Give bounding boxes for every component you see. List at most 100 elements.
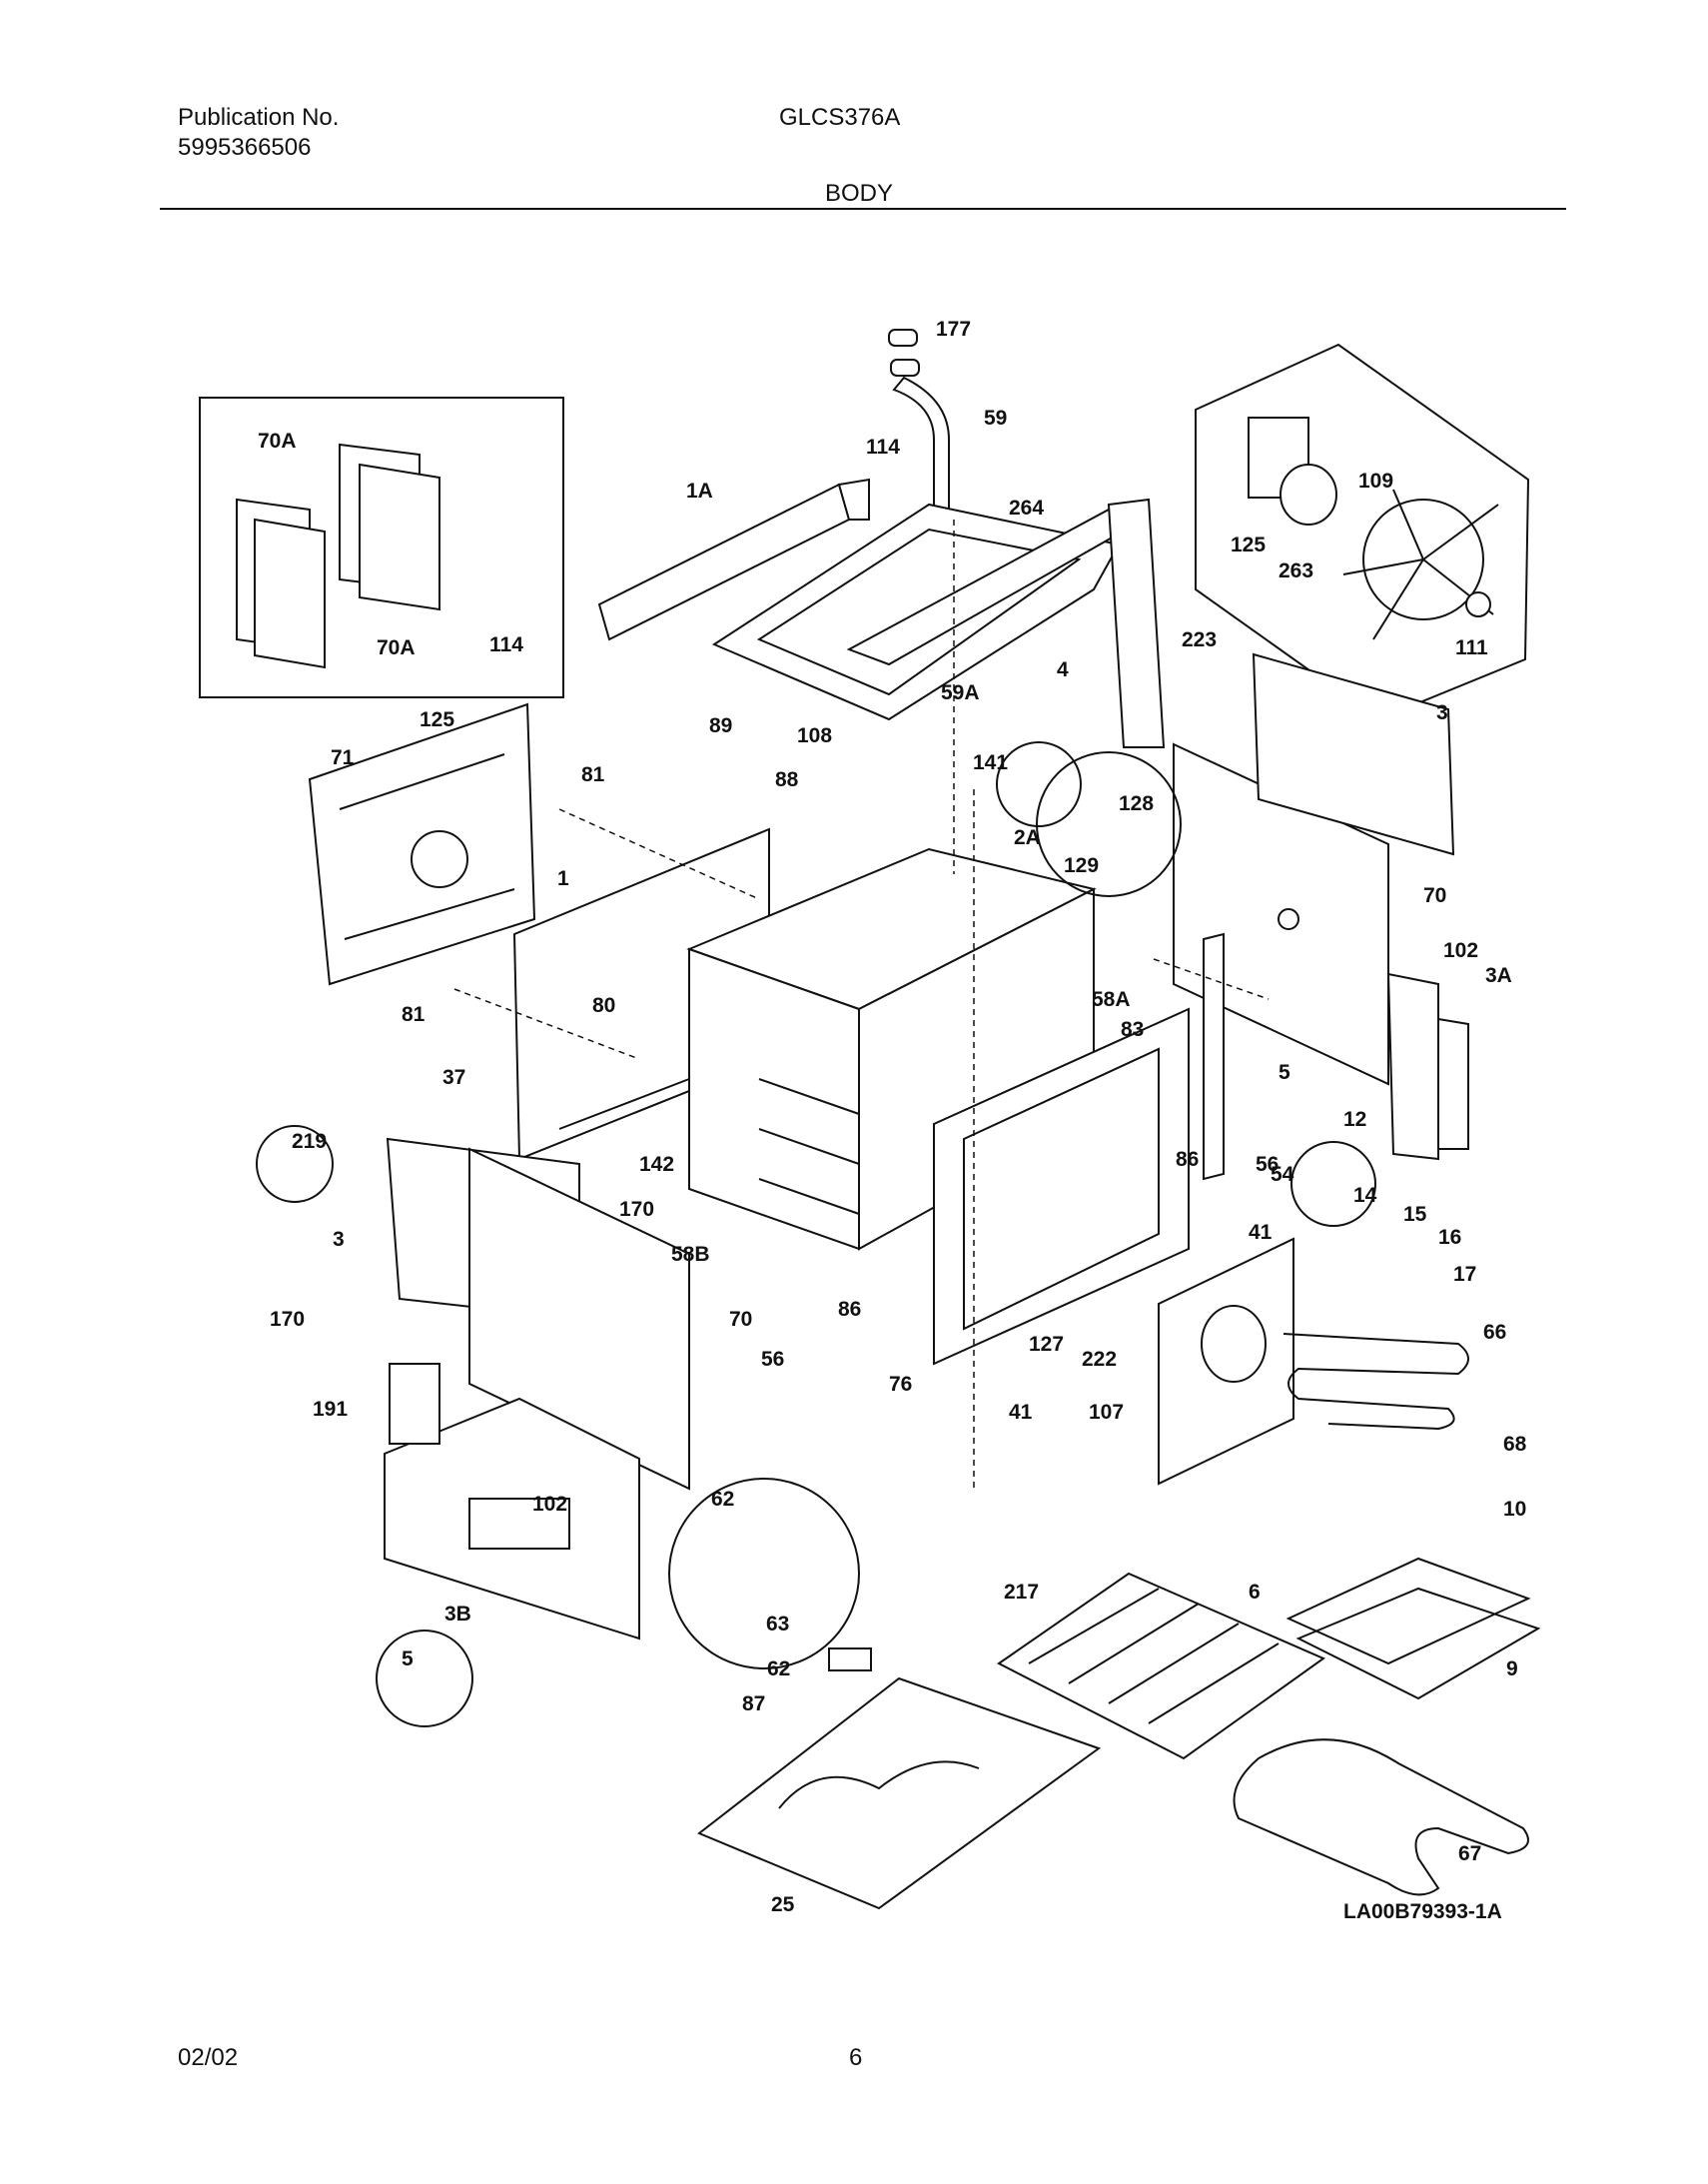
callout-87: 87: [742, 1692, 765, 1715]
callout-107: 107: [1089, 1401, 1124, 1424]
callout-217: 217: [1004, 1581, 1039, 1604]
callout-141: 141: [973, 751, 1008, 774]
bottom-panel: [697, 1676, 1102, 1910]
detail-circle-62-63: [668, 1478, 860, 1669]
callout-219: 219: [292, 1130, 327, 1153]
model-number: GLCS376A: [779, 104, 901, 131]
callout-71: 71: [331, 746, 355, 769]
callout-37: 37: [442, 1066, 465, 1089]
callout-80: 80: [592, 994, 615, 1017]
callout-129: 129: [1064, 854, 1099, 877]
callout-3-left: 3: [333, 1228, 345, 1251]
callout-62-circle: 62: [711, 1488, 734, 1511]
convection-fan-motor: [1248, 417, 1499, 640]
convection-element: [1282, 1333, 1469, 1431]
callout-10: 10: [1503, 1498, 1526, 1521]
right-side-panel: [1173, 652, 1455, 1086]
lower-left-panels: [384, 1137, 690, 1640]
section-title: BODY: [825, 180, 894, 207]
callout-263: 263: [1279, 559, 1313, 582]
callout-5-left: 5: [402, 1647, 414, 1670]
callout-3b: 3B: [444, 1603, 471, 1626]
detail-circle-12: [1290, 1141, 1376, 1227]
callout-102-right: 102: [1443, 939, 1478, 962]
callout-170-lower: 170: [270, 1308, 305, 1331]
upper-rear-channel: [597, 478, 1166, 748]
callout-114-top: 114: [866, 436, 900, 459]
callout-12: 12: [1343, 1108, 1366, 1131]
callout-41-left: 41: [1009, 1401, 1033, 1424]
callout-109: 109: [1358, 470, 1393, 493]
callout-125-left: 125: [420, 708, 454, 731]
callout-86-left: 86: [838, 1298, 861, 1321]
callout-128: 128: [1119, 792, 1154, 815]
callout-4: 4: [1057, 658, 1069, 681]
callout-264: 264: [1009, 497, 1044, 520]
callout-114-left: 114: [489, 633, 523, 656]
callout-89: 89: [709, 714, 732, 737]
callout-14: 14: [1353, 1184, 1377, 1207]
footer-date: 02/02: [178, 2044, 239, 2071]
left-side-panel: [308, 702, 536, 986]
callout-177: 177: [936, 318, 971, 341]
page-number: 6: [849, 2044, 863, 2071]
callout-54: 54: [1271, 1163, 1294, 1186]
callout-labels: 177 59 70A 70A 114 1A 264 109 125 263 11…: [258, 318, 1527, 1916]
callout-17: 17: [1453, 1263, 1476, 1286]
callout-222: 222: [1082, 1348, 1117, 1371]
bake-element: [1233, 1738, 1529, 1896]
callout-56-right: 56: [1256, 1153, 1279, 1176]
callout-63: 63: [766, 1613, 789, 1636]
callout-191: 191: [313, 1398, 348, 1421]
callout-70-right: 70: [1423, 884, 1446, 907]
callout-81-top: 81: [581, 763, 605, 786]
rear-heater-cover: [1158, 1237, 1294, 1486]
callout-127: 127: [1029, 1333, 1064, 1356]
callout-170-upper: 170: [619, 1198, 654, 1221]
alignment-lines: [453, 520, 1270, 1489]
detail-circle-141: [996, 741, 1082, 827]
callout-68: 68: [1503, 1433, 1527, 1456]
callout-9: 9: [1506, 1657, 1518, 1680]
callout-1a: 1A: [686, 480, 713, 503]
callout-3-right: 3: [1436, 701, 1448, 724]
callout-1: 1: [557, 867, 569, 890]
inset-panel-box: [199, 397, 564, 698]
callout-59a: 59A: [941, 681, 980, 704]
callout-5-right: 5: [1279, 1061, 1290, 1084]
oven-front-frame: [933, 1007, 1190, 1366]
detail-circle-leveler: [376, 1630, 473, 1727]
callout-108: 108: [797, 724, 832, 747]
callout-16: 16: [1438, 1226, 1461, 1249]
inset-panel-parts: [236, 443, 440, 669]
vent-tube: [888, 329, 950, 511]
callout-66: 66: [1483, 1321, 1506, 1344]
top-panel: [711, 503, 1147, 721]
callout-76: 76: [889, 1373, 912, 1396]
callout-58b: 58B: [671, 1243, 710, 1266]
callout-125-inset: 125: [1231, 534, 1266, 556]
inset-motor-fan-box: [1195, 343, 1530, 721]
callout-70-left: 70: [729, 1308, 752, 1331]
callout-88: 88: [775, 768, 799, 791]
callout-111: 111: [1455, 636, 1488, 659]
callout-3a: 3A: [1485, 964, 1512, 987]
callout-70a-top: 70A: [258, 430, 297, 453]
callout-6: 6: [1249, 1581, 1261, 1604]
callout-25: 25: [771, 1893, 795, 1916]
callout-2a: 2A: [1014, 826, 1041, 849]
callout-56-left: 56: [761, 1348, 784, 1371]
callout-223: 223: [1182, 628, 1217, 651]
callout-58a: 58A: [1092, 988, 1131, 1011]
callout-81-bottom: 81: [402, 1003, 426, 1026]
callout-59: 59: [984, 407, 1007, 430]
broil-pan: [1285, 1557, 1541, 1700]
callout-70a-bottom: 70A: [377, 636, 416, 659]
diagram-reference-code: LA00B79393-1A: [1343, 1900, 1502, 1923]
callout-83: 83: [1121, 1018, 1144, 1041]
detail-circle-128-129: [1036, 751, 1182, 897]
right-side-trims: [1203, 932, 1469, 1181]
callout-86-right: 86: [1176, 1148, 1199, 1171]
